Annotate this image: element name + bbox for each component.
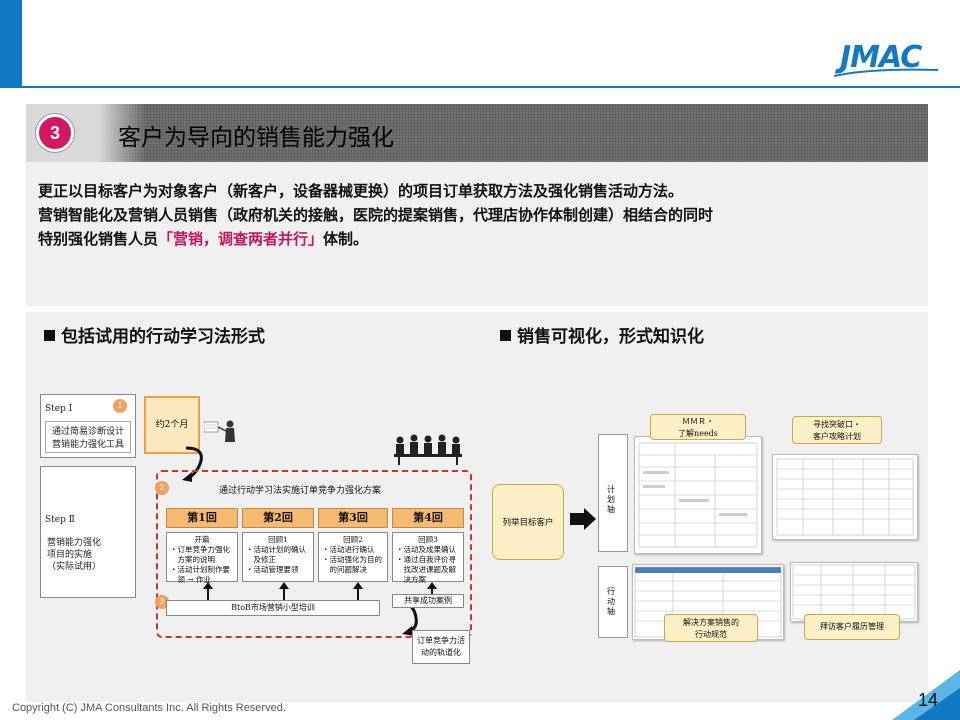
presenter-icon — [203, 418, 244, 448]
round-2-body: 回顾1 ・活动计划的确认 及修正 ・活动管理要领 — [242, 532, 314, 582]
round-1-body: 开篇 ・订单竞争力强化 方案的说明 ・活动计划制作要 领 → 作业 — [166, 532, 238, 584]
header-accent-bar — [0, 0, 22, 88]
plan-dashed-frame — [156, 470, 472, 638]
section-title: 客户为导向的销售能力强化 — [118, 125, 394, 151]
up-arrows — [203, 582, 437, 600]
step1-label: Step Ⅰ — [45, 404, 73, 414]
badge-3: 3 — [155, 595, 169, 609]
plan-axis: 计划轴 — [598, 434, 628, 552]
meeting-icon — [392, 432, 464, 466]
step2-box: Step Ⅱ 营销能力强化 项目的实施 （实际试用） — [40, 466, 136, 598]
right-arrow — [570, 508, 596, 530]
plan-title: 通过行动学习法实施订单竞争力强化方案 — [218, 486, 381, 496]
section-number-badge: 3 — [36, 114, 74, 152]
trajectory-box: 订单竞争力活 动的轨道化 — [412, 630, 470, 664]
badge-2: 2 — [155, 481, 169, 495]
visit-log-document — [790, 562, 918, 622]
step1-content: 通过简易诊断设计 营销能力强化工具 — [45, 421, 131, 453]
right-section-heading: 销售可视化，形式知识化 — [500, 322, 704, 347]
intro-line-3: 特别强化销售人员「营销，调查两者并行」体制。 — [38, 230, 369, 248]
solution-tag: 解决方案销售的行动规范 — [664, 614, 758, 642]
logo-text: JMAC — [840, 40, 922, 75]
breakthrough-tag: 寻找突破口・客户攻略计划 — [792, 416, 882, 444]
round-1-header: 第1回 — [166, 508, 238, 528]
visit-log-tag: 拜访客户履历管理 — [804, 614, 900, 640]
step1-badge: 1 — [113, 399, 127, 413]
step2-label: Step Ⅱ — [45, 515, 75, 525]
header-divider — [22, 86, 960, 88]
page-corner-decoration — [892, 670, 960, 720]
share-box: 共享成功案例 — [392, 594, 464, 608]
copyright: Copyright (C) JMA Consultants Inc. All R… — [12, 702, 286, 714]
training-bar: BtoB市场营销小型培训 — [166, 600, 380, 616]
section-banner: 3 客户为导向的销售能力强化 — [26, 104, 928, 162]
round-4-body: 回顾3 ・活动及成果确认・通过自我评价寻 找改进课题及解 决方案 — [392, 532, 464, 584]
round-2-header: 第2回 — [242, 508, 314, 528]
mmr-document — [634, 436, 762, 554]
list-target-box: 列举目标客户 — [492, 484, 564, 560]
round-3-body: 回顾2 ・活动进行确认・活动强化为目的 的问题解决 — [318, 532, 388, 582]
intro-line-2: 营销智能化及营销人员销售（政府机关的接触，医院的提案销售，代理店协作体制创建）相… — [38, 206, 714, 224]
step2-content: 营销能力强化 项目的实施 （实际试用） — [47, 538, 102, 572]
duration-box: 约2个月 — [144, 396, 200, 454]
intro-line-1: 更正以目标客户为对象客户（新客户，设备器械更换）的项目订单获取方法及强化销售活动… — [38, 182, 684, 200]
action-axis: 行动轴 — [598, 566, 628, 638]
breakthrough-document — [772, 454, 918, 540]
mmr-tag: ＭＭＲ・了解needs — [650, 414, 746, 440]
intro-panel: 更正以目标客户为对象客户（新客户，设备器械更换）的项目订单获取方法及强化销售活动… — [26, 162, 928, 306]
curve-arrow-1 — [182, 446, 203, 482]
jmac-logo: JMAC — [830, 40, 942, 82]
round-3-header: 第3回 — [318, 508, 388, 528]
left-section-heading: 包括试用的行动学习法形式 — [44, 322, 265, 347]
page-number: 14 — [918, 690, 939, 710]
round-4-header: 第4回 — [392, 508, 464, 528]
intro-highlight: 「营销，调查两者并行」 — [158, 230, 324, 248]
